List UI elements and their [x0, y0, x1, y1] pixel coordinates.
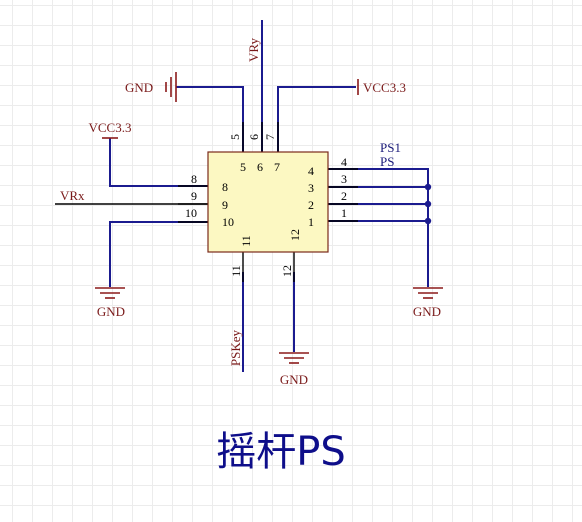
component-comment: PS: [380, 154, 394, 169]
junction-dot: [424, 217, 432, 225]
gnd-label-top: GND: [125, 80, 153, 95]
net-label-pskey: PSKey: [228, 329, 243, 366]
ext-pin-4: 4: [341, 155, 347, 169]
wire-pin5-gnd: [176, 86, 244, 152]
gnd-symbol-left: [95, 287, 125, 299]
component-body[interactable]: [207, 151, 329, 253]
ext-pin-5: 5: [228, 134, 242, 140]
wire-pin4: [328, 168, 429, 187]
ext-pin-7: 7: [263, 134, 277, 140]
component-designator: PS1: [380, 140, 401, 155]
body-pin-8: 8: [222, 180, 228, 194]
body-pin-1: 1: [308, 215, 314, 229]
body-pin-6: 6: [257, 160, 263, 174]
junction-dot: [424, 200, 432, 208]
gnd-symbol-right: [413, 287, 443, 299]
vcc-label-left: VCC3.3: [89, 120, 132, 135]
pin-stubs: [178, 122, 358, 282]
gnd-label-left: GND: [97, 304, 125, 319]
ext-pin-3: 3: [341, 172, 347, 186]
ext-pin-2: 2: [341, 189, 347, 203]
net-label-vrx: VRx: [60, 188, 85, 203]
schematic-title: 摇杆PS: [216, 429, 346, 475]
ext-pin-6: 6: [247, 134, 261, 140]
body-pin-5: 5: [240, 160, 246, 174]
body-pin-7: 7: [274, 160, 280, 174]
wire-pin10-gnd: [109, 221, 208, 287]
ext-pin-11: 11: [229, 265, 243, 277]
wire-pin8-vcc: [109, 138, 208, 187]
body-pin-3: 3: [308, 181, 314, 195]
ext-pin-1: 1: [341, 206, 347, 220]
net-label-vry: VRy: [246, 37, 261, 62]
body-pin-10: 10: [222, 215, 234, 229]
ext-pin-9: 9: [191, 189, 197, 203]
body-pin-2: 2: [308, 198, 314, 212]
ext-pin-8: 8: [191, 172, 197, 186]
body-pin-4: 4: [308, 164, 314, 178]
ext-pin-12: 12: [280, 265, 294, 277]
gnd-symbol-top: [165, 72, 177, 102]
body-pin-12: 12: [288, 229, 302, 241]
vcc-label-top: VCC3.3: [363, 80, 406, 95]
junction-dot: [424, 183, 432, 191]
wire-pin7-vcc: [277, 86, 356, 152]
body-pin-9: 9: [222, 198, 228, 212]
gnd-label-right: GND: [413, 304, 441, 319]
gnd-symbol-bottom: [279, 352, 309, 364]
gnd-label-bottom: GND: [280, 372, 308, 387]
body-pin-11: 11: [239, 235, 253, 247]
ext-pin-10: 10: [185, 206, 197, 220]
